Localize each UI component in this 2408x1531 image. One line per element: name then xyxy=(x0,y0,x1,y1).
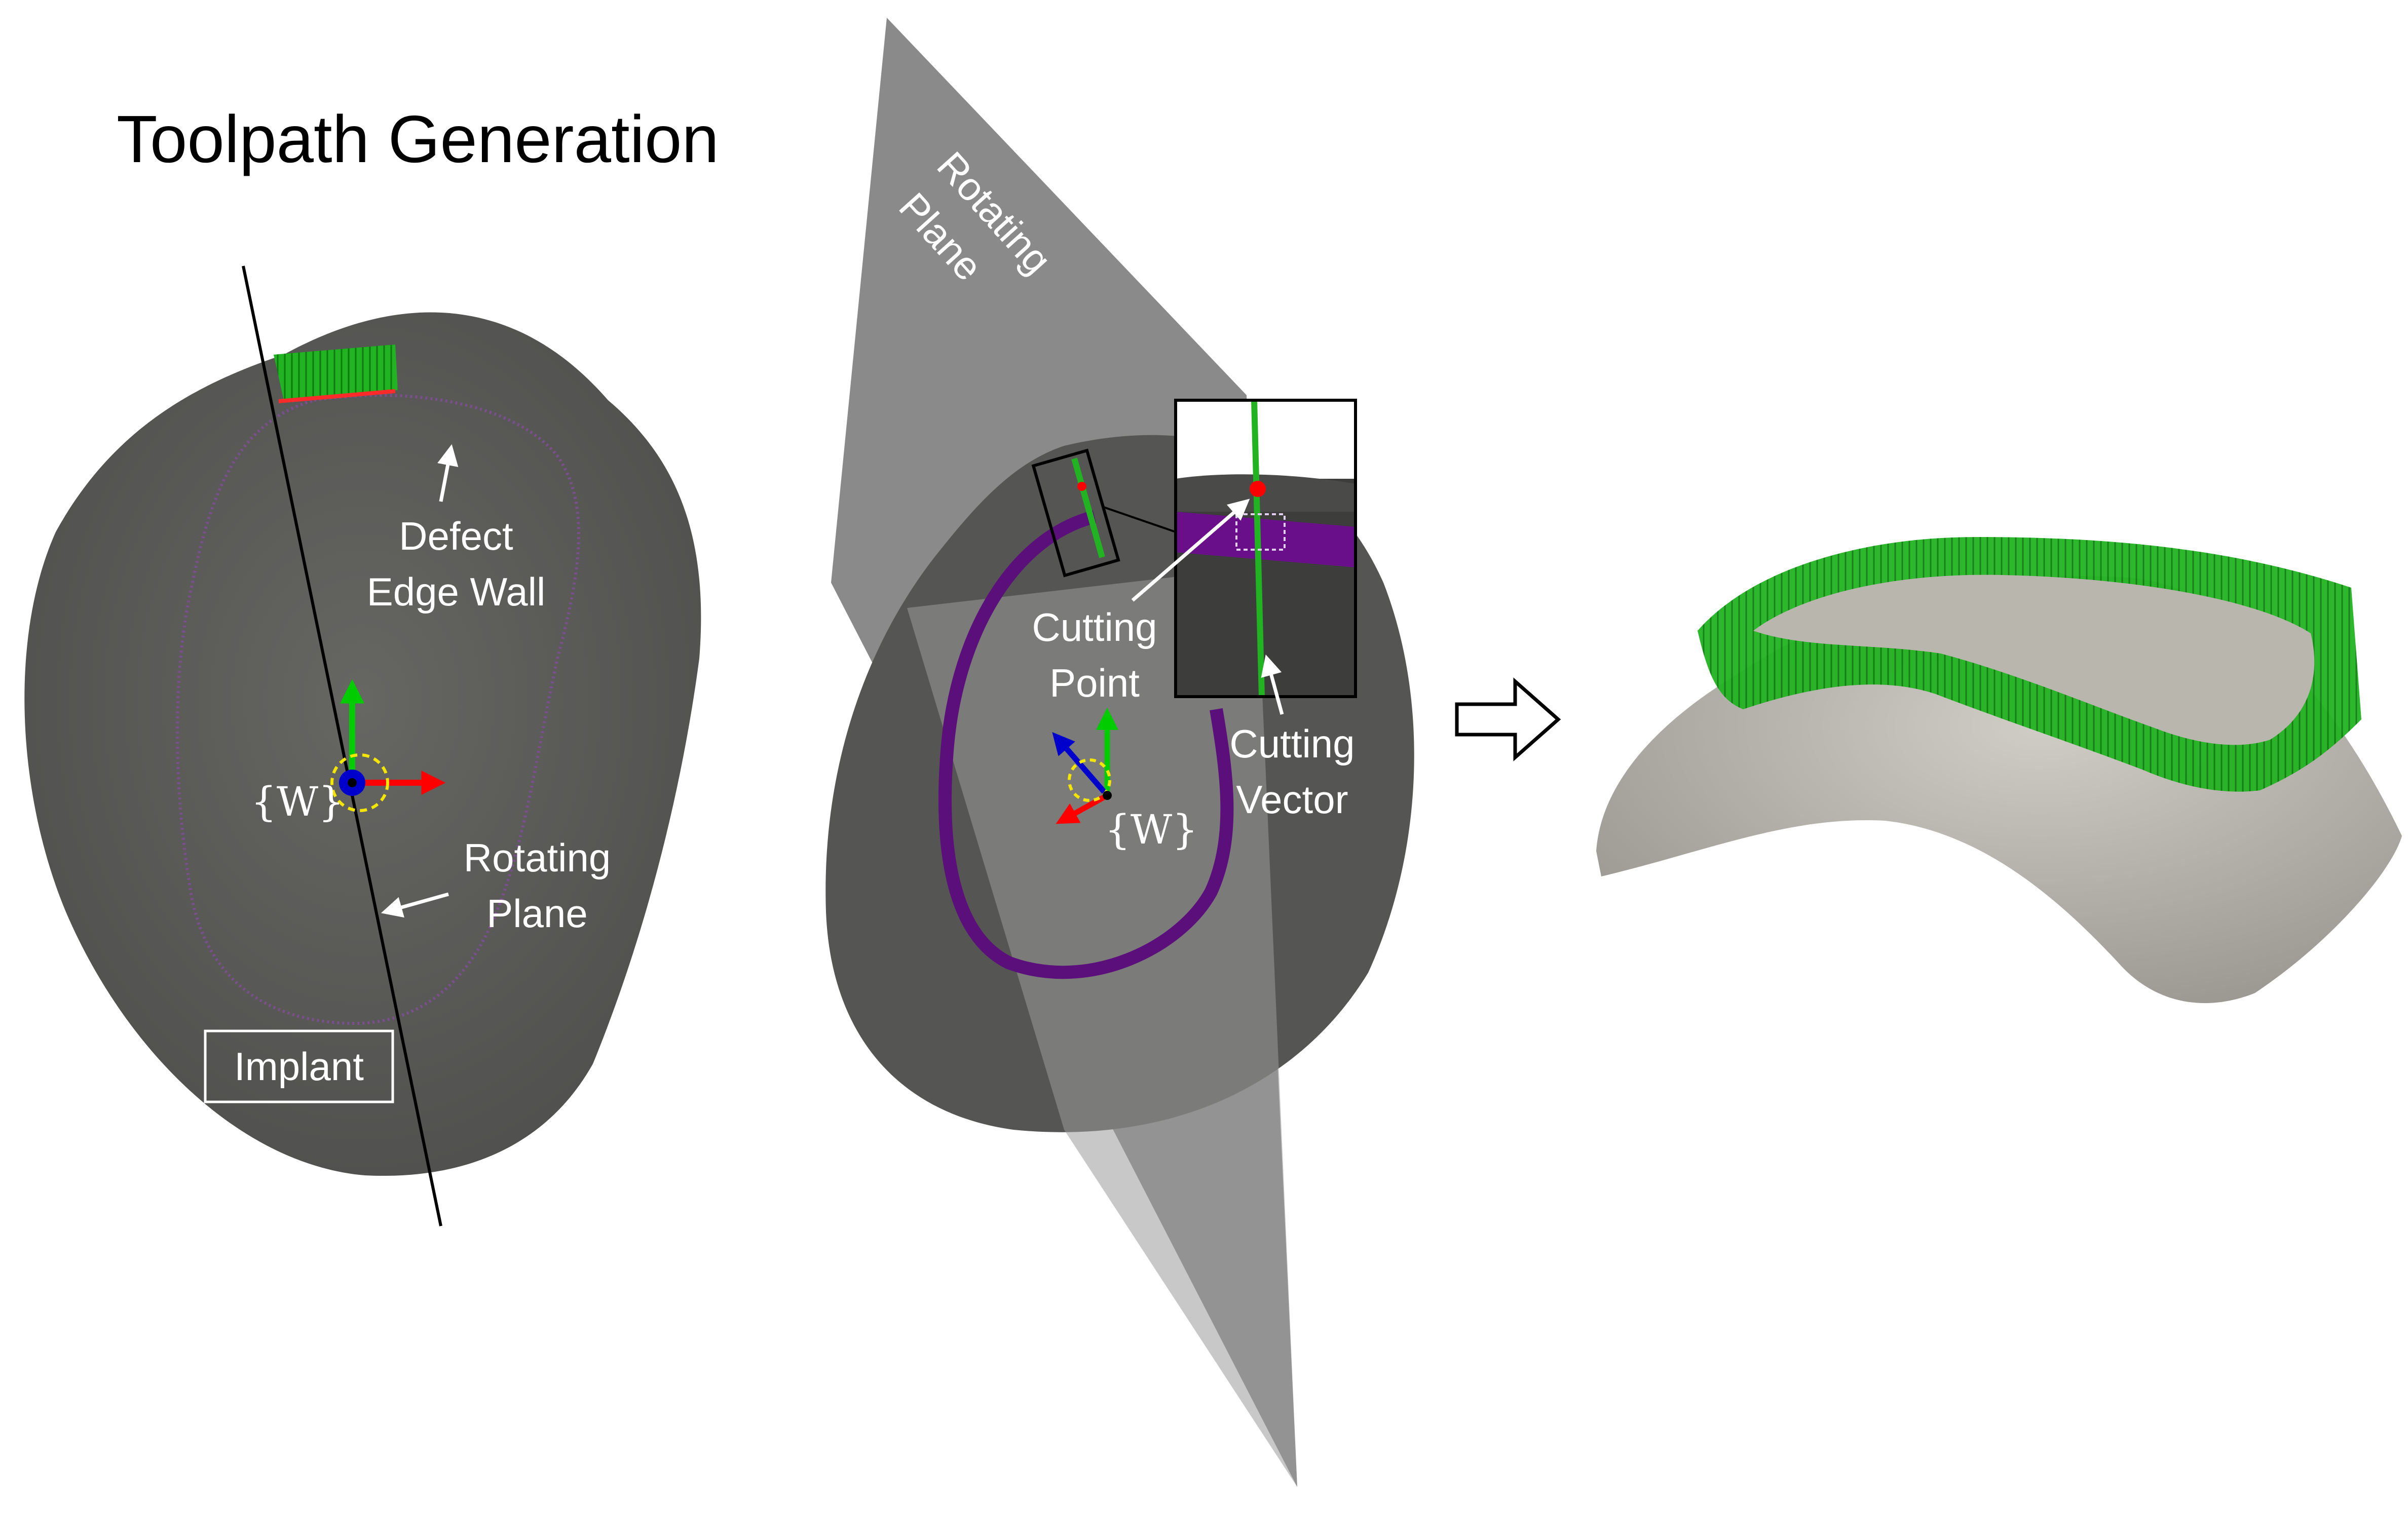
implant-label-box xyxy=(204,1029,394,1103)
x-axis-arrow-mid xyxy=(1056,793,1109,824)
rotation-indicator xyxy=(330,753,389,812)
inset-sky xyxy=(1176,400,1356,479)
right-panel xyxy=(1596,537,2402,1003)
world-frame-label-mid: {W} xyxy=(1105,806,1198,853)
inset-border xyxy=(1174,399,1357,698)
rotation-indicator-mid xyxy=(1068,758,1111,802)
z-axis-arrow-mid xyxy=(1052,732,1110,797)
defect-edge-wall-label-2: Edge Wall xyxy=(367,569,546,614)
frame-origin xyxy=(348,778,357,787)
left-panel: {W} Defect Edge Wall Rotating Plane Impl… xyxy=(24,265,701,1227)
tool-footprint xyxy=(1235,513,1286,551)
rotating-plane-label-left-2: Plane xyxy=(486,891,588,936)
rotating-plane-label-left-1: Rotating xyxy=(464,835,611,880)
edge-wall-band xyxy=(938,510,1234,979)
cutting-point-inset xyxy=(1250,481,1266,497)
figure-title: Toolpath Generation xyxy=(117,102,719,176)
cutting-vector-small xyxy=(1071,457,1105,558)
world-frame-label-left: {W} xyxy=(251,778,344,825)
toolpath-patch-left xyxy=(274,345,398,400)
rotating-plane-pointer-left xyxy=(381,892,449,918)
cutting-point-label-2: Point xyxy=(1049,661,1140,705)
cutting-point-label-1: Cutting xyxy=(1032,605,1157,649)
defect-edge-wall-outline xyxy=(176,394,580,1025)
rotating-plane-front xyxy=(907,567,1297,1487)
rotating-plane-line xyxy=(242,265,442,1227)
cutting-vector-label-2: Vector xyxy=(1236,777,1348,822)
cutting-vector-inset xyxy=(1251,400,1265,697)
magnify-connector xyxy=(1102,506,1176,533)
hollow-right-arrow-icon xyxy=(1455,677,1561,761)
defect-edge-wall-pointer xyxy=(437,444,459,502)
inset-surface-edge xyxy=(1176,474,1356,512)
defect-edge-wall-label-1: Defect xyxy=(399,514,513,558)
implant-surface-left xyxy=(24,312,701,1176)
cutting-vector-pointer xyxy=(1261,654,1284,715)
frame-origin-mid xyxy=(1103,791,1112,800)
implant-label: Implant xyxy=(234,1044,364,1089)
cutting-point-pointer xyxy=(1131,499,1250,602)
magnify-source-box xyxy=(1031,448,1120,578)
magnified-inset xyxy=(1174,399,1357,698)
cutting-edge-red-left xyxy=(278,389,396,403)
middle-panel: Rotating Plane {W} Cutting Point Cutting… xyxy=(825,18,1414,1487)
cutting-point-small xyxy=(1077,482,1086,491)
world-frame-axes-middle xyxy=(1052,707,1118,824)
world-frame-axes-left xyxy=(330,679,446,812)
cutting-vector-label-1: Cutting xyxy=(1229,721,1354,766)
toolpath-band-inner xyxy=(1753,575,2315,745)
